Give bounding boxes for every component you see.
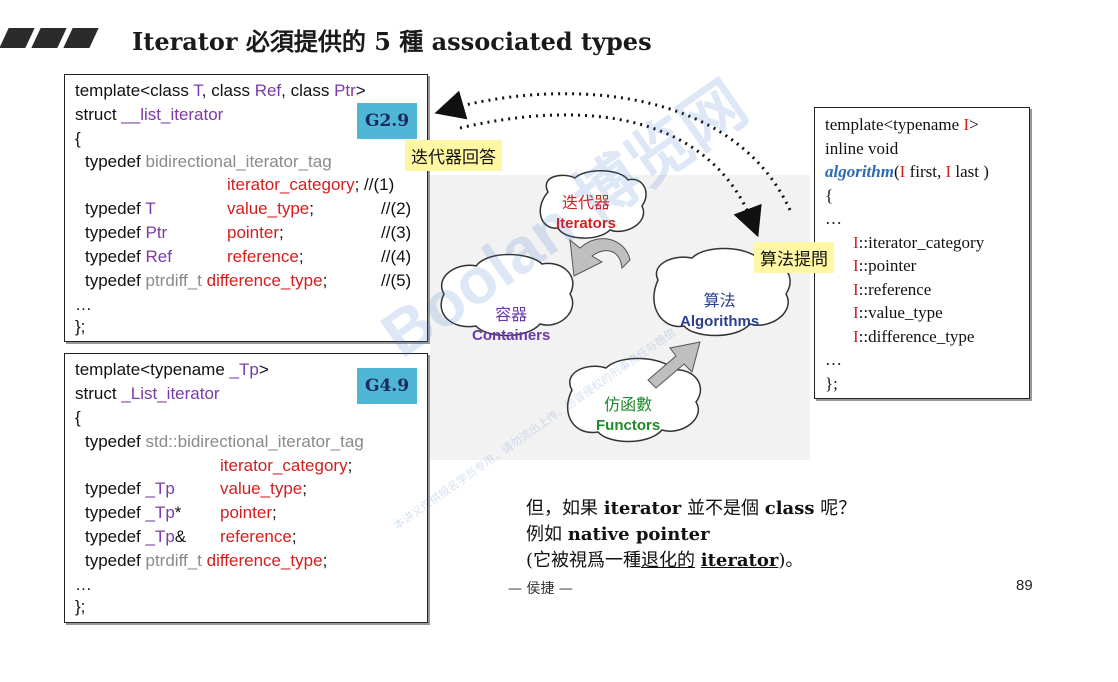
- code-line: typedef ptrdiff_t difference_type;: [85, 551, 328, 570]
- code-line: I::iterator_category: [853, 233, 985, 252]
- author-signature: — 侯捷 —: [508, 581, 573, 597]
- code-line: …: [825, 209, 842, 228]
- code-line: iterator_category;: [220, 456, 353, 475]
- code-line: template<typename _Tp>: [75, 360, 269, 379]
- bottom-line-3: (它被視爲一種退化的 iterator)。: [526, 550, 804, 571]
- code-line: …: [825, 350, 842, 369]
- code-box-algorithm: template<typename I> inline void algorit…: [814, 107, 1030, 399]
- note-iterator-answer: 迭代器回答: [405, 140, 502, 171]
- code-line: {: [825, 186, 834, 205]
- note-algorithm-asks: 算法提問: [754, 242, 834, 273]
- code-line: template<class T, class Ref, class Ptr>: [75, 81, 366, 100]
- code-line: typedef Ptr pointer; //(3): [85, 223, 412, 242]
- page-number: 89: [1016, 577, 1033, 594]
- code-line: };: [825, 374, 838, 393]
- code-line: struct _List_iterator: [75, 384, 220, 403]
- bottom-note: 但，如果 iterator 並不是個 class 呢？ 例如 native po…: [526, 496, 856, 574]
- dotted-arrow-to-algorithm-icon: [459, 113, 762, 238]
- version-badge-g49: G4.9: [357, 368, 417, 404]
- containers-cloud: [440, 253, 574, 337]
- code-line: typedef std::bidirectional_iterator_tag: [85, 432, 364, 451]
- iterators-cloud: [539, 170, 647, 239]
- code-line: typedef bidirectional_iterator_tag: [85, 152, 332, 171]
- code-line: algorithm(I first, I last ): [825, 162, 989, 181]
- containers-label: 容器 Containers: [472, 307, 551, 344]
- code-line: {: [75, 129, 81, 148]
- version-badge-g29: G2.9: [357, 103, 417, 139]
- code-line: I::pointer: [853, 256, 917, 275]
- code-line: inline void: [825, 139, 899, 158]
- code-line: };: [75, 317, 86, 336]
- code-line: …: [75, 575, 92, 594]
- code-box-g49: template<typename _Tp> struct _List_iter…: [64, 353, 428, 623]
- code-line: template<typename I>: [825, 115, 979, 134]
- code-line: struct __list_iterator: [75, 105, 224, 124]
- code-line: I::reference: [853, 280, 932, 299]
- code-line: {: [75, 408, 81, 427]
- code-line: typedef T value_type; //(2): [85, 199, 412, 218]
- code-line: typedef ptrdiff_t difference_type; //(5): [85, 271, 412, 290]
- code-line: typedef _Tp* pointer;: [85, 503, 277, 522]
- block-arrow-icon: [647, 341, 701, 389]
- code-line: typedef _Tp& reference;: [85, 527, 297, 546]
- code-line: iterator_category; //(1): [227, 175, 395, 194]
- block-arrow-icon: [569, 238, 631, 277]
- bottom-line-1: 但，如果 iterator 並不是個 class 呢？: [526, 498, 857, 519]
- functors-label: 仿函數 Functors: [596, 397, 661, 434]
- page-title: Iterator 必須提供的 5 種 associated types: [132, 27, 652, 56]
- code-box-g29: template<class T, class Ref, class Ptr> …: [64, 74, 428, 342]
- code-line: …: [75, 295, 92, 314]
- stl-diagram: [430, 90, 810, 460]
- bottom-line-2: 例如 native pointer: [526, 524, 710, 545]
- code-line: typedef _Tp value_type;: [85, 479, 307, 498]
- iterators-label: 迭代器 Iterators: [556, 195, 617, 232]
- code-line: I::difference_type: [853, 327, 975, 346]
- code-line: };: [75, 597, 86, 616]
- code-line: I::value_type: [853, 303, 943, 322]
- algorithms-label: 算法 Algorithms: [680, 293, 760, 330]
- code-line: typedef Ref reference; //(4): [85, 247, 412, 266]
- functors-cloud: [566, 357, 702, 443]
